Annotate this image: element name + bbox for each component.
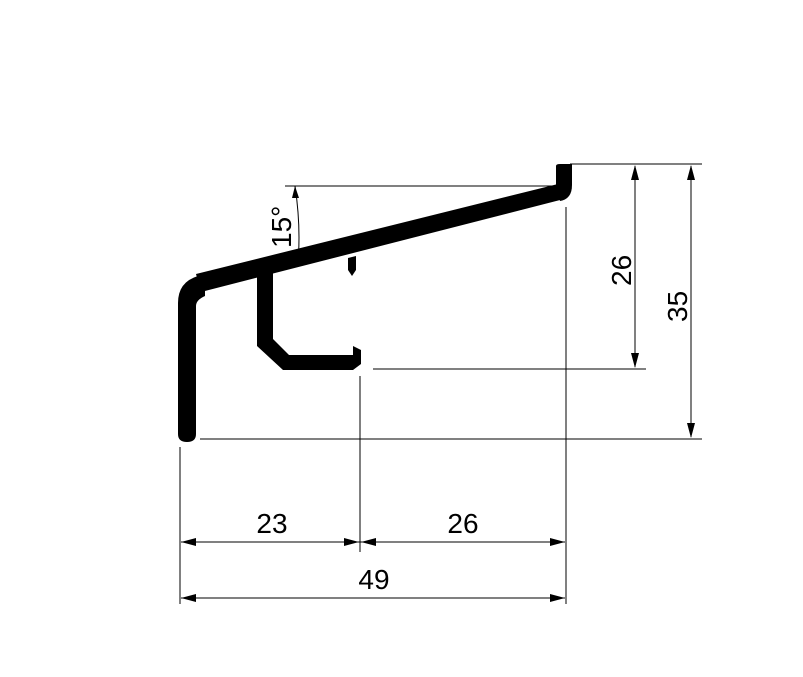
profile-sloped-top <box>196 184 564 292</box>
dim-label-35: 35 <box>662 291 693 322</box>
profile-left-wall <box>178 274 205 442</box>
dim-label-23: 23 <box>256 508 287 539</box>
angle-arrow-bottom <box>295 250 302 262</box>
angle-label: 15° <box>266 206 297 248</box>
arrow-26-right <box>550 538 565 546</box>
dim-label-26: 26 <box>606 255 637 286</box>
angle-arrow-top <box>292 186 299 198</box>
height-dimension-inner: 26 <box>373 163 702 370</box>
arrow-35-bottom <box>687 423 695 438</box>
arrow-26-bottom <box>631 353 639 368</box>
arrow-35-top <box>687 165 695 180</box>
height-dimension-total: 35 <box>200 165 702 440</box>
arrow-49-left <box>181 594 196 602</box>
dim-label-26-horizontal: 26 <box>447 508 478 539</box>
arrow-26-left <box>361 538 376 546</box>
arrow-26-top <box>631 165 639 180</box>
dim-label-49: 49 <box>358 564 389 595</box>
profile-c-channel <box>257 272 361 370</box>
horizontal-extension-lines <box>179 207 567 604</box>
profile-small-hook <box>348 256 356 276</box>
arrow-23-left <box>181 538 196 546</box>
profile-top-lip <box>556 164 572 201</box>
arrow-23-right <box>344 538 359 546</box>
aluminium-profile <box>178 164 572 442</box>
width-dimensions-partial: 23 26 <box>181 508 565 546</box>
arrow-49-right <box>550 594 565 602</box>
width-dimension-total: 49 <box>181 564 565 602</box>
angle-dimension: 15° <box>266 185 560 263</box>
